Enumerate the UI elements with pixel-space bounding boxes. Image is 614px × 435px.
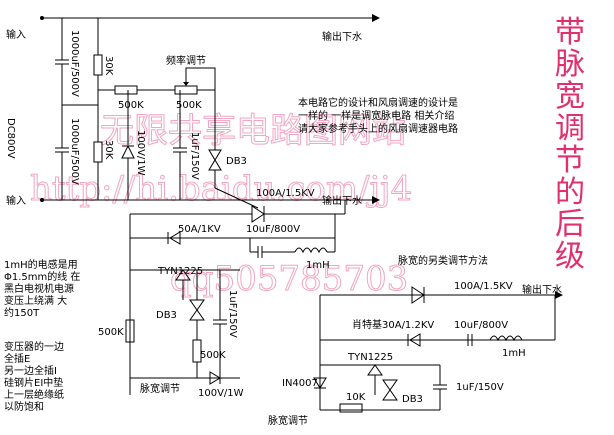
label-pw-adjust-2: 脉宽调节 bbox=[268, 414, 308, 427]
note2-line6: 以防饱和 bbox=[4, 400, 44, 413]
label-pw-adjust-1: 脉宽调节 bbox=[140, 382, 180, 395]
label-cap2: 1000uF/500V bbox=[69, 118, 80, 185]
label-freq-adjust: 频率调节 bbox=[166, 54, 206, 67]
label-input-top: 输入 bbox=[6, 28, 26, 41]
tyn1225-scr-2 bbox=[367, 364, 383, 376]
output-arrow-bottom bbox=[372, 196, 380, 204]
label-db3-3: DB3 bbox=[402, 394, 423, 405]
terminal-bottom bbox=[40, 198, 44, 202]
label-scr-1: 100A/1.5KV bbox=[256, 188, 315, 199]
note2-line2: 全插E bbox=[4, 352, 30, 365]
label-db3-2: DB3 bbox=[156, 310, 177, 321]
label-alt-method: 脉宽的另类调节方法 bbox=[398, 254, 488, 267]
label-res-30k-1: 30K bbox=[103, 56, 114, 76]
label-cap-10uf-2: 10uF/800V bbox=[454, 320, 508, 331]
label-tyn1225-2: TYN1225 bbox=[347, 352, 393, 363]
note2-line1: 变压器的一边 bbox=[4, 340, 64, 353]
inductor-1mh-2 bbox=[489, 335, 523, 342]
label-in4007: IN4007 bbox=[282, 378, 318, 389]
note2-line4: 硅钢片EI中垫 bbox=[4, 376, 63, 389]
label-scr-2: 100A/1.5KV bbox=[454, 281, 513, 292]
label-inductor-1: 1mH bbox=[306, 260, 330, 271]
title-char: 带 bbox=[555, 15, 585, 50]
note1-line1: 1mH的电感是用 bbox=[4, 258, 78, 271]
db3-diac-1 bbox=[208, 149, 222, 161]
note1-line5: 约150T bbox=[4, 306, 40, 319]
terminal-top bbox=[40, 16, 44, 20]
description-line2: 一样的 一样是调宽脉电路 相关介绍 bbox=[298, 109, 454, 122]
label-zener-100v: 100V/1W bbox=[198, 388, 244, 399]
label-pot-500k-2: 500K bbox=[200, 350, 226, 361]
note2-line5: 上一层绝缘纸 bbox=[4, 388, 64, 401]
note1-line2: Φ1.5mm的线 在 bbox=[4, 270, 80, 283]
title-char: 的 bbox=[555, 175, 585, 210]
watermark-url: http://hi.baidu.com/jj4 bbox=[30, 169, 412, 209]
title-char: 节 bbox=[555, 143, 585, 178]
label-cap-1uf-3: 1uF/150V bbox=[456, 382, 504, 393]
label-inductor-2: 1mH bbox=[502, 348, 526, 359]
watermark-site-name: 无限共享电路图网站 bbox=[100, 111, 406, 151]
description-line1: 本电路它的设计和风扇调速的设计是 bbox=[298, 96, 458, 109]
label-diode-50a: 50A/1KV bbox=[178, 224, 221, 235]
label-cap-1uf-2: 1uF/150V bbox=[227, 290, 238, 338]
alt-output-arrow bbox=[555, 291, 563, 299]
label-dc-voltage: DC800V bbox=[5, 118, 16, 159]
label-res-100v: 100V/1W bbox=[135, 130, 146, 176]
label-pot-10k: 10K bbox=[346, 392, 366, 403]
label-db3-1: DB3 bbox=[226, 156, 247, 167]
note1-line3: 黑白电视机电源 bbox=[4, 282, 74, 295]
note1-line4: 变压上绕满 大 bbox=[4, 294, 67, 307]
label-res-30k-2: 30K bbox=[103, 140, 114, 160]
inductor-1mh bbox=[294, 247, 328, 254]
label-output-right: 输出下水 bbox=[522, 283, 562, 296]
label-cap-10uf-1: 10uF/800V bbox=[246, 224, 300, 235]
res-500k-pw bbox=[125, 319, 135, 343]
label-res-500k: 500K bbox=[118, 100, 144, 111]
title-char: 后 bbox=[555, 207, 585, 242]
res-30k-top bbox=[93, 54, 103, 76]
pot-500k-freq[interactable] bbox=[174, 85, 198, 95]
title-char: 调 bbox=[555, 111, 585, 146]
note2-line3: 另一边全插I bbox=[4, 364, 57, 377]
db3-diac-4 bbox=[189, 309, 205, 321]
scr-100a-2 bbox=[411, 286, 425, 304]
label-output-bottom: 输出下水 bbox=[322, 194, 362, 207]
label-output-top: 输出下水 bbox=[322, 30, 362, 43]
title-char: 脉 bbox=[555, 47, 585, 82]
label-cap-1uf-1: 1uF/150V bbox=[189, 132, 200, 180]
res-500k bbox=[114, 85, 138, 95]
page-title: 带脉宽调节的后级 bbox=[555, 15, 585, 274]
title-char: 宽 bbox=[555, 79, 585, 114]
gate-wire bbox=[214, 187, 259, 209]
output-arrow-top bbox=[372, 14, 380, 22]
db3-diac-3 bbox=[189, 299, 205, 311]
title-char: 级 bbox=[555, 239, 585, 274]
pot-wiper-arrow bbox=[183, 82, 189, 86]
diode-in4007 bbox=[313, 377, 327, 389]
watermark-qq: qq505785703 bbox=[170, 259, 408, 299]
pot-10k[interactable] bbox=[339, 403, 363, 413]
description-line3: 请大家参考手头上的风扇调速器电路 bbox=[298, 122, 458, 135]
title-vertical: 带脉宽调节的后级 bbox=[555, 15, 585, 274]
label-tyn1225: TYN1225 bbox=[157, 266, 203, 277]
pot-wiper-wire bbox=[185, 67, 216, 90]
zener-100v-2 bbox=[209, 371, 221, 385]
label-schottky: 肖特基30A/1.2KV bbox=[352, 318, 434, 331]
label-res-500k-2: 500K bbox=[98, 327, 124, 338]
label-pot-500k: 500K bbox=[176, 100, 202, 111]
db3-diac-6 bbox=[382, 389, 398, 401]
label-input-bottom: 输入 bbox=[6, 194, 26, 207]
db3-diac-5 bbox=[382, 379, 398, 391]
label-cap1: 1000uF/500V bbox=[69, 30, 80, 97]
